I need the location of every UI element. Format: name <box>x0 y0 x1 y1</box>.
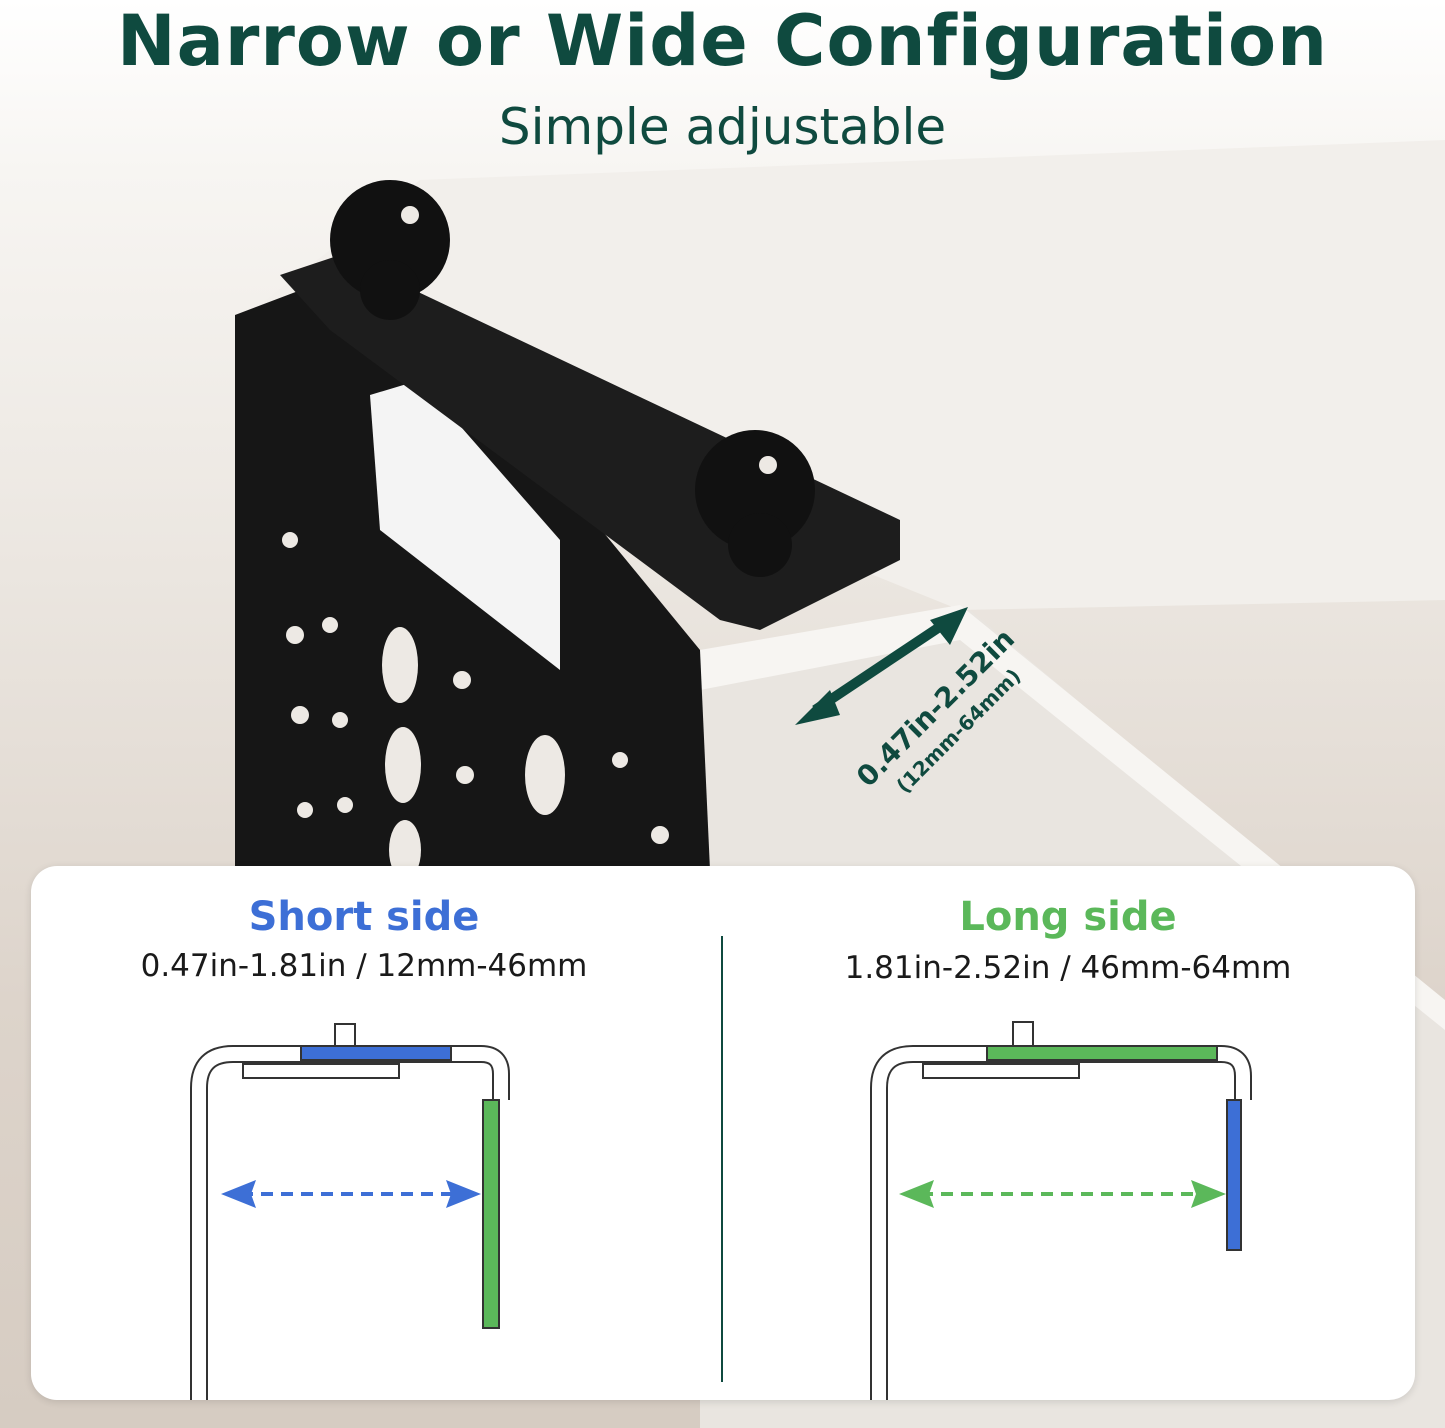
knob-left <box>330 180 450 320</box>
panel-divider <box>721 936 723 1382</box>
shelf-edge-highlight <box>700 605 1445 1030</box>
long-side-range: 1.81in-2.52in / 46mm-64mm <box>844 950 1292 986</box>
long-side-diagram <box>870 1021 1252 1400</box>
page-title: Narrow or Wide Configuration <box>117 0 1328 82</box>
shelf-top-face <box>240 140 1445 610</box>
knob-right <box>695 430 815 577</box>
page-subtitle: Simple adjustable <box>498 98 947 156</box>
measurement-arrow <box>795 607 968 725</box>
short-side-title: Short side <box>248 894 480 940</box>
shelf-slot <box>370 380 560 670</box>
long-side-title: Long side <box>959 894 1177 940</box>
bracket-holes <box>282 532 669 880</box>
configuration-panel: Short side 0.47in-1.81in / 12mm-46mm Lon… <box>31 866 1415 1400</box>
short-side-range: 0.47in-1.81in / 12mm-46mm <box>140 948 588 984</box>
short-side-diagram <box>190 1023 510 1400</box>
